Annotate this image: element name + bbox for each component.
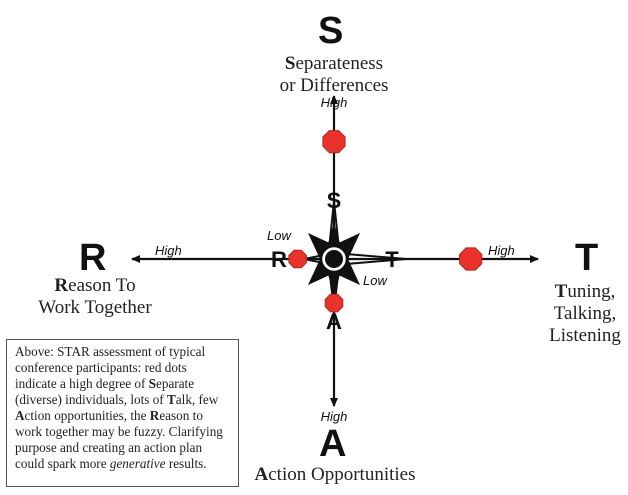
axis-title-r-line1: eason To (68, 275, 136, 296)
center-letter-a: A (326, 309, 342, 334)
axis-title-s: Separateness or Differences (254, 53, 414, 97)
marker-t (459, 247, 483, 271)
axis-title-s-line1: eparateness (295, 53, 384, 74)
axis-letter-r: R (79, 237, 107, 279)
caption-bold-t: T (167, 392, 176, 407)
caption-text: eparate (diverse) individuals, lots of (15, 376, 195, 407)
caption-italic: generative (109, 456, 166, 471)
axis-title-r-line2: Work Together (38, 297, 152, 318)
axis-letter-t: T (575, 237, 599, 279)
center-letter-t: T (385, 247, 399, 272)
high-label-s: High (321, 95, 348, 110)
center-letter-s: S (327, 188, 342, 213)
axis-title-a: Action Opportunities (244, 464, 426, 486)
marker-r (288, 249, 307, 269)
low-label-r: Low (267, 228, 292, 243)
caption-bold-r: R (149, 408, 160, 423)
caption-text: Above: STAR assessment of typical confer… (15, 344, 206, 391)
caption-bold-s: S (148, 376, 156, 391)
high-label-r: High (155, 243, 182, 258)
axis-letter-a: A (319, 423, 347, 465)
marker-a (324, 293, 344, 313)
caption-text: alk, few (175, 392, 219, 407)
low-label-t: Low (363, 273, 388, 288)
axis-title-a-initial: A (254, 464, 269, 485)
axis-title-t-line3: Listening (549, 325, 621, 346)
caption-text: eason to work together may be fuzzy. Cla… (15, 408, 223, 471)
caption-text: results. (165, 456, 207, 471)
center-letter-r: R (271, 247, 287, 272)
caption-box: Above: STAR assessment of typical confer… (6, 339, 239, 487)
compass-rose-icon (303, 200, 407, 310)
axis-title-s-line2: or Differences (279, 75, 389, 96)
axis-letter-s: S (318, 10, 344, 52)
axis-title-a-line1: ction Opportunities (268, 464, 416, 485)
axis-title-t-line2: Talking, (553, 303, 617, 324)
axis-title-r-initial: R (54, 275, 69, 296)
axis-title-t-initial: T (554, 281, 568, 302)
axis-title-t: Tuning, Talking, Listening (545, 281, 625, 347)
axis-title-r: Reason To Work Together (20, 275, 170, 319)
high-label-t: High (488, 243, 515, 258)
caption-text: ction opportunities, the (24, 408, 150, 423)
caption-bold-a: A (15, 408, 25, 423)
axis-title-s-initial: S (284, 53, 296, 74)
marker-s (322, 130, 346, 154)
axis-title-t-line1: uning, (567, 281, 616, 302)
high-label-a: High (321, 409, 348, 424)
